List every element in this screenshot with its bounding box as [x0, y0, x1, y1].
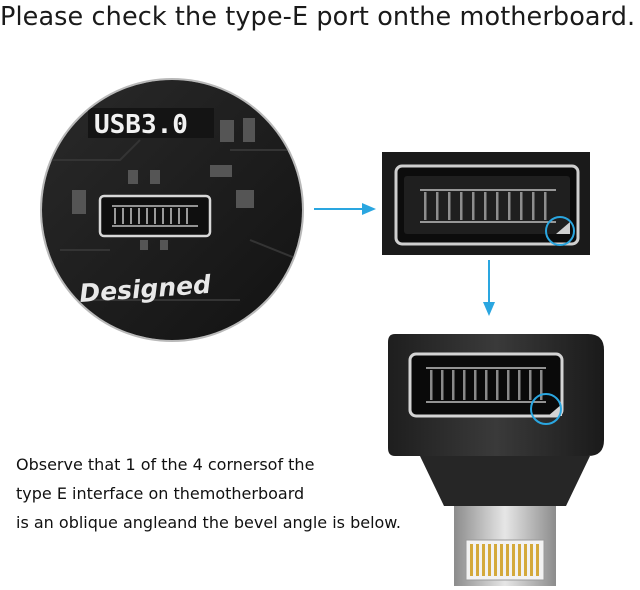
motherboard-closeup: USB3.0 Designed: [40, 78, 304, 342]
typee-adapter: [388, 334, 604, 586]
caption-line-1: Observe that 1 of the 4 cornersof the: [16, 455, 315, 474]
caption-line-2: type E interface on themotherboard: [16, 484, 305, 503]
caption-line-3: is an oblique angleand the bevel angle i…: [16, 513, 402, 532]
explanation-caption: Observe that 1 of the 4 cornersof the ty…: [16, 450, 436, 537]
adapter-bevel-highlight: [530, 393, 562, 425]
bevel-corner-highlight: [545, 216, 575, 246]
arrow-down-icon: [483, 260, 495, 316]
usb3-silkscreen-label: USB3.0: [94, 110, 188, 140]
page-heading: Please check the type-E port onthe mothe…: [0, 2, 636, 32]
arrow-right-icon: [314, 203, 376, 215]
motherboard-typee-header: [382, 152, 590, 255]
